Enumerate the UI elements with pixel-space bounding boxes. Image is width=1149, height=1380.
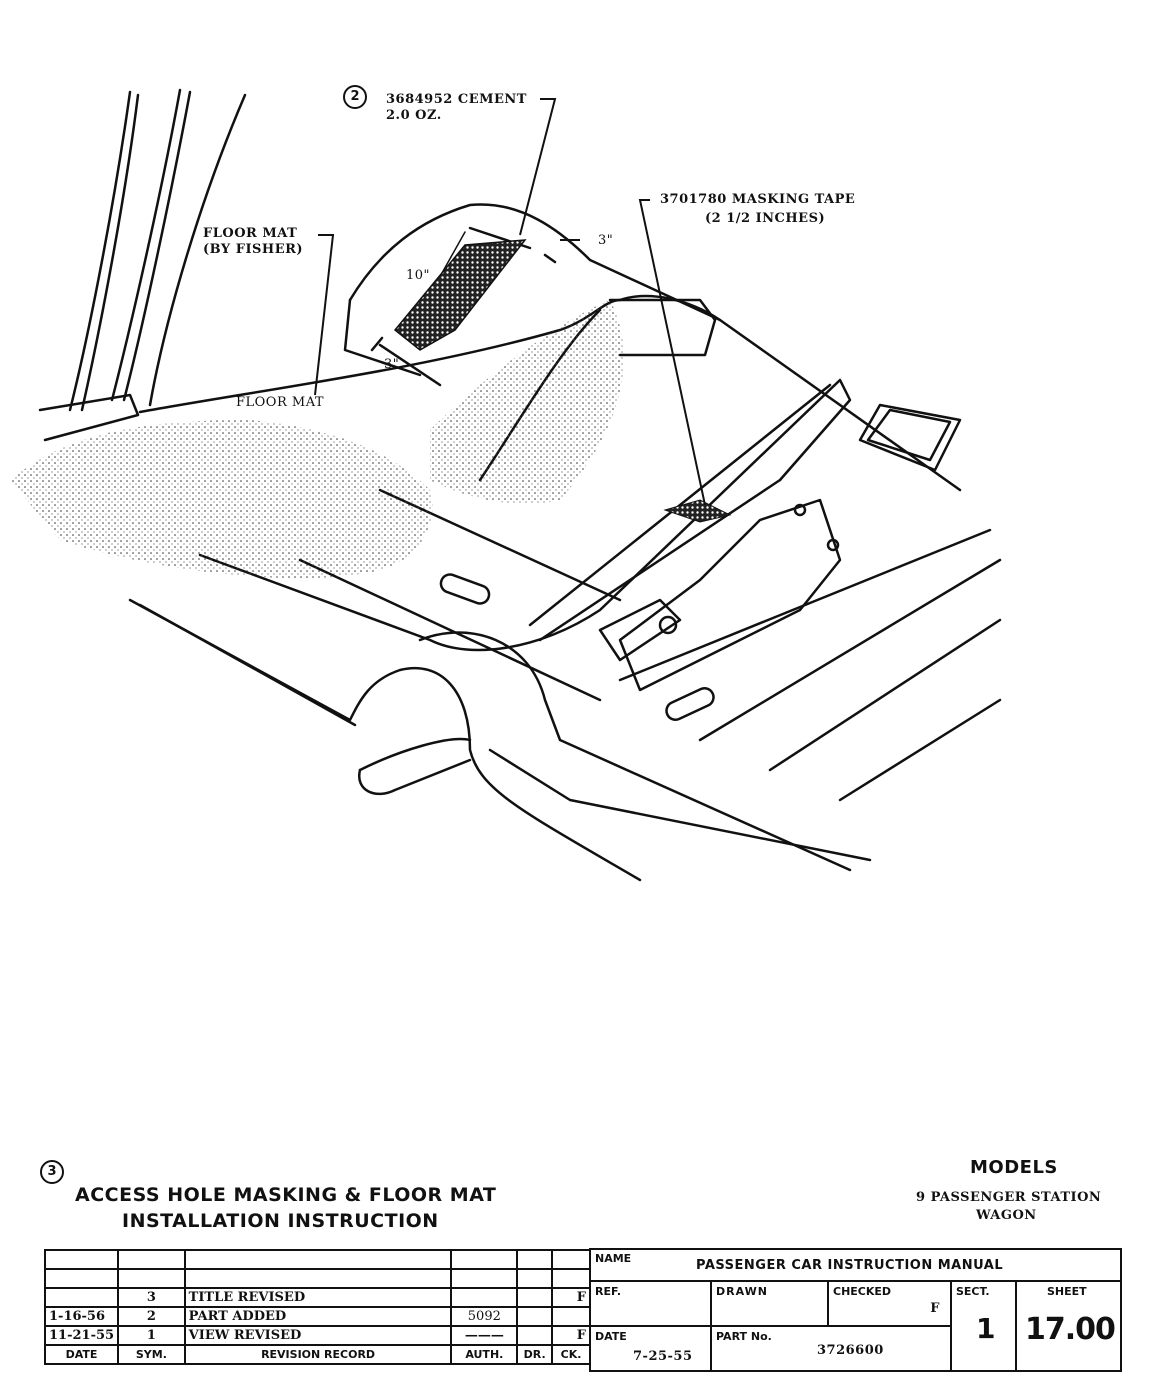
- part-number-label: PART No.: [716, 1330, 772, 1343]
- header-dr: DR.: [516, 1344, 554, 1365]
- sheet-label: SHEET: [1047, 1285, 1087, 1298]
- masking-tape-label: 3701780 MASKING TAPE: [660, 192, 856, 207]
- checked-label: CHECKED: [833, 1285, 892, 1298]
- header-date: DATE: [43, 1344, 120, 1365]
- date-label: DATE: [595, 1330, 627, 1343]
- revision-record: [183, 1249, 453, 1270]
- callout-marker-2: 2: [343, 85, 367, 109]
- drawn-label: DRAWN: [716, 1285, 768, 1298]
- revision-auth: 5092: [450, 1306, 519, 1327]
- models-heading: MODELS: [970, 1157, 1058, 1178]
- part-number-cell: PART No. 3726600: [710, 1325, 952, 1372]
- revision-dr: [516, 1325, 554, 1346]
- revision-auth: [450, 1287, 519, 1308]
- revision-date: [43, 1287, 120, 1308]
- floor-mat-illustration: [10, 88, 1002, 882]
- revision-row: [43, 1268, 591, 1289]
- floor-mat-by-label: (BY FISHER): [203, 242, 304, 257]
- floor-mat-leader-line: [314, 234, 335, 396]
- part-number-value: 3726600: [817, 1343, 884, 1358]
- revision-date: 1-16-56: [43, 1306, 120, 1327]
- revision-date: [43, 1249, 120, 1270]
- revision-sym: [117, 1268, 186, 1289]
- sheet-value: 17.00: [1025, 1312, 1116, 1347]
- date-cell: DATE 7-25-55: [589, 1325, 712, 1372]
- sheet-cell: SHEET 17.00: [1015, 1280, 1122, 1372]
- cement-qty-label: 2.0 OZ.: [386, 108, 442, 123]
- door-pillar: [68, 90, 132, 412]
- models-line-1: 9 PASSENGER STATION: [916, 1190, 1102, 1205]
- floor-mat-stipple: [430, 300, 624, 504]
- header-sym: SYM.: [117, 1344, 186, 1365]
- revision-record: PART ADDED: [183, 1306, 453, 1327]
- checked-value: F: [930, 1301, 940, 1316]
- drawn-cell: DRAWN: [710, 1280, 829, 1327]
- dimension-3in-bottom: 3": [384, 357, 400, 372]
- header-auth: AUTH.: [450, 1344, 519, 1365]
- dimension-10in: 10": [406, 268, 431, 283]
- masking-leader-line: [638, 199, 706, 506]
- revision-ck: F: [551, 1287, 591, 1308]
- section-cell: SECT. 1: [950, 1280, 1017, 1372]
- title-line-2: INSTALLATION INSTRUCTION: [122, 1210, 439, 1232]
- ref-cell: REF.: [589, 1280, 712, 1327]
- cement-patch: [393, 239, 527, 351]
- cement-part-label: 3684952 CEMENT: [386, 92, 527, 107]
- floor-mat-stipple: [10, 420, 433, 579]
- date-value: 7-25-55: [633, 1349, 693, 1364]
- models-line-2: WAGON: [976, 1208, 1037, 1223]
- masking-tape-size: (2 1/2 INCHES): [705, 211, 826, 226]
- revision-dr: [516, 1268, 554, 1289]
- header-record: REVISION RECORD: [183, 1344, 453, 1365]
- callout-marker-3: 3: [40, 1160, 64, 1184]
- ref-label: REF.: [595, 1285, 622, 1298]
- revision-ck: [551, 1306, 591, 1327]
- name-label: NAME: [595, 1252, 632, 1265]
- section-value: 1: [976, 1312, 996, 1345]
- revision-ck: F: [551, 1325, 591, 1346]
- revision-dr: [516, 1287, 554, 1308]
- revision-record: [183, 1268, 453, 1289]
- revision-auth: ———: [450, 1325, 519, 1346]
- transmission: [618, 498, 842, 692]
- revision-row: [43, 1249, 591, 1270]
- name-value: PASSENGER CAR INSTRUCTION MANUAL: [696, 1258, 1004, 1273]
- revision-record: TITLE REVISED: [183, 1287, 453, 1308]
- tunnel: [198, 378, 852, 652]
- revision-dr: [516, 1306, 554, 1327]
- checked-cell: CHECKED F: [827, 1280, 952, 1327]
- floor-mat-label: FLOOR MAT: [203, 226, 298, 241]
- revision-date: [43, 1268, 120, 1289]
- seat-bracket: [608, 298, 717, 357]
- revision-date: 11-21-55: [43, 1325, 120, 1346]
- revision-sym: [117, 1249, 186, 1270]
- dimension-3in-right: 3": [598, 233, 614, 248]
- cement-leader-line: [519, 98, 557, 236]
- revision-ck: [551, 1249, 591, 1270]
- revision-record: VIEW REVISED: [183, 1325, 453, 1346]
- revision-auth: [450, 1268, 519, 1289]
- revision-sym: 1: [117, 1325, 186, 1346]
- title-line-1: ACCESS HOLE MASKING & FLOOR MAT: [75, 1184, 497, 1206]
- revision-ck: [551, 1268, 591, 1289]
- header-ck: CK.: [551, 1344, 591, 1365]
- section-label: SECT.: [956, 1285, 990, 1298]
- revision-dr: [516, 1249, 554, 1270]
- seat-bracket: [858, 403, 962, 472]
- floor-mat-lower-label: FLOOR MAT: [236, 395, 325, 410]
- revision-auth: [450, 1249, 519, 1270]
- name-cell: NAME PASSENGER CAR INSTRUCTION MANUAL: [589, 1248, 1122, 1282]
- masking-tape-patch: [663, 499, 732, 523]
- revision-sym: 2: [117, 1306, 186, 1327]
- revision-sym: 3: [117, 1287, 186, 1308]
